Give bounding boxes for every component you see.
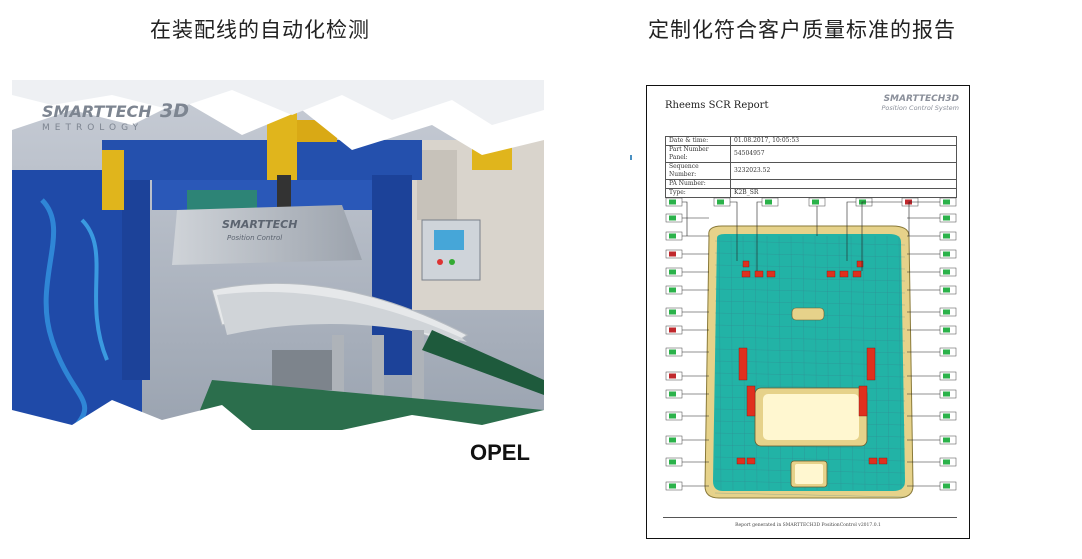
- report-info-table: Date & time:01.08.2017, 10:05:53 Part Nu…: [665, 136, 957, 198]
- measurement-callout: [665, 285, 709, 295]
- measurement-callout: [756, 197, 779, 271]
- measurement-callout: [665, 435, 709, 445]
- deviation-marker: [858, 385, 868, 417]
- measurement-callout: [907, 285, 957, 295]
- measurement-callout: [665, 371, 709, 381]
- svg-text:SMARTTECH: SMARTTECH: [222, 218, 297, 231]
- deviation-marker: [866, 347, 876, 381]
- measurement-callout: [907, 249, 957, 259]
- deviation-marker: [852, 270, 862, 278]
- deviation-marker: [738, 347, 748, 381]
- deviation-marker: [826, 270, 836, 278]
- deviation-marker: [736, 457, 746, 465]
- svg-text:Position Control: Position Control: [227, 234, 282, 242]
- svg-text:METROLOGY: METROLOGY: [42, 123, 143, 133]
- deviation-marker: [746, 457, 756, 465]
- measurement-callout: [907, 213, 957, 223]
- measurement-callout: [665, 213, 709, 223]
- measurement-callout: [665, 197, 688, 236]
- caption-custom-report: 定制化符合客户质量标准的报告: [648, 18, 956, 42]
- measurement-callout: [665, 231, 709, 241]
- measurement-callout: [665, 307, 709, 317]
- measurement-callout: [665, 411, 709, 421]
- measurement-callout: [665, 325, 709, 335]
- measurement-callout: [907, 347, 957, 357]
- opel-label: OPEL: [470, 440, 530, 465]
- measurement-callout: [665, 347, 709, 357]
- measurement-callout: [907, 325, 957, 335]
- deviation-marker: [878, 457, 888, 465]
- table-row: Type:K2B_SR: [665, 188, 957, 198]
- measurement-callout: [907, 435, 957, 445]
- caption-automated-inspection: 在装配线的自动化检测: [150, 18, 370, 42]
- measurement-callout: [908, 197, 957, 236]
- measurement-callout: [665, 481, 709, 491]
- measurement-callout: [665, 249, 709, 259]
- measurement-callout: [907, 267, 957, 277]
- assembly-line-photo: SMARTTECH Position Control SMARTTECH 3D …: [12, 80, 544, 430]
- measurement-callout: [665, 457, 709, 467]
- deviation-marker: [868, 457, 878, 465]
- measurement-callout: [907, 481, 957, 491]
- report-footer-rule: [663, 517, 957, 518]
- deviation-marker: [856, 260, 864, 268]
- quality-report: Rheems SCR Report SMARTTECH3D Position C…: [646, 85, 970, 539]
- measurement-callout: [907, 371, 957, 381]
- svg-text:SMARTTECH: SMARTTECH: [42, 102, 152, 121]
- report-footer: Report generated in SMARTTECH3D Position…: [735, 523, 881, 528]
- deviation-marker: [754, 270, 764, 278]
- svg-text:3D: 3D: [160, 100, 189, 122]
- measurement-callout: [907, 457, 957, 467]
- assembly-line-illustration: SMARTTECH Position Control SMARTTECH 3D …: [12, 80, 544, 430]
- report-brand-main: SMARTTECH3D: [883, 94, 959, 104]
- measurement-callout: [907, 307, 957, 317]
- measurement-callout: [907, 389, 957, 399]
- measurement-callout: [907, 231, 957, 241]
- decorative-mark: [630, 155, 632, 160]
- report-title: Rheems SCR Report: [665, 100, 769, 111]
- measurement-callout: [907, 411, 957, 421]
- deviation-marker: [766, 270, 776, 278]
- deviation-marker: [746, 385, 756, 417]
- report-brand-sub: Position Control System: [881, 104, 959, 112]
- measurement-callout: [808, 197, 826, 236]
- deviation-marker: [741, 270, 751, 278]
- roof-deviation-map: [665, 197, 957, 499]
- measurement-callout: [713, 197, 738, 261]
- measurement-callout: [665, 267, 709, 277]
- measurement-callout: [665, 389, 709, 399]
- report-brand: SMARTTECH3D Position Control System: [881, 94, 959, 112]
- deviation-marker: [742, 260, 750, 268]
- deviation-marker: [839, 270, 849, 278]
